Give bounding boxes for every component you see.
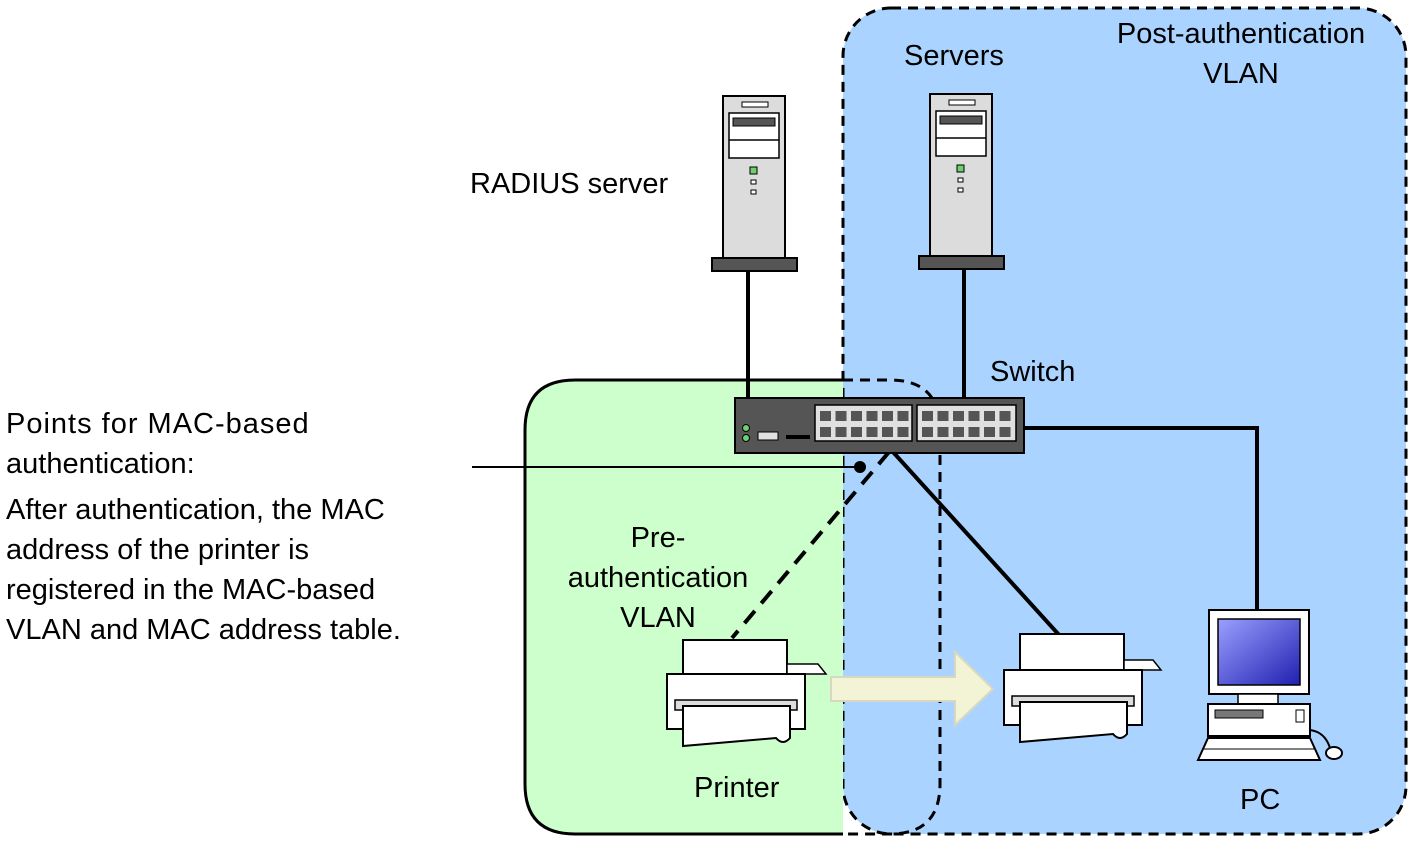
switch-printer-post-link (891, 450, 1062, 638)
switch-port (866, 411, 878, 421)
servers-label: Servers (904, 40, 1004, 72)
note-body: After authentication, the MAC address of… (6, 490, 401, 650)
switch-label: Switch (990, 356, 1076, 388)
note-body-line: registered in the MAC-based (6, 574, 376, 606)
note-title-line1: Points for MAC-based (6, 408, 310, 440)
switch-port (984, 411, 995, 421)
note-body-line: address of the printer is (6, 534, 310, 566)
note-body-line: VLAN and MAC address table. (6, 614, 401, 646)
switch-port (851, 411, 862, 421)
pre-authentication-vlan-label: Pre- authentication VLAN (548, 518, 768, 638)
switch-pc-link (1024, 426, 1259, 612)
note-body-line: After authentication, the MAC (6, 494, 385, 526)
switch-port (999, 427, 1011, 437)
switch-port (922, 411, 933, 421)
post-authentication-vlan-label: Post-authentication VLAN (1096, 14, 1386, 94)
pre-authentication-vlan-zone-dashed-edge (843, 378, 942, 836)
post-auth-label-line1: Post-authentication (1116, 18, 1366, 50)
pc-label: PC (1240, 784, 1281, 816)
radius-server-label: RADIUS server (470, 168, 669, 200)
switch-port (999, 411, 1011, 421)
switch-icon (734, 397, 1025, 454)
printer-icon (1003, 633, 1163, 744)
switch-port (937, 427, 949, 437)
switch-port (937, 411, 949, 421)
pre-auth-label-line2: authentication (567, 562, 749, 594)
move-arrow (830, 649, 995, 728)
pc-icon (1196, 609, 1343, 761)
switch-port (820, 411, 831, 421)
switch-port (968, 411, 980, 421)
post-auth-label-line2: VLAN (1203, 58, 1279, 90)
switch-port (984, 427, 995, 437)
switch-port (882, 427, 893, 437)
switch-port (866, 427, 878, 437)
switch-port (897, 411, 909, 421)
switch-port (835, 427, 847, 437)
pre-auth-label-line3: VLAN (620, 602, 696, 634)
printer-label: Printer (694, 772, 780, 804)
switch-printer-pre-link-dashed (730, 450, 891, 640)
server-icon (918, 93, 1005, 270)
radius-server-icon (711, 95, 798, 272)
switch-port (851, 427, 862, 437)
note-title-line2: authentication: (6, 448, 195, 480)
printer-icon (666, 639, 828, 748)
switch-port (820, 427, 831, 437)
switch-port (922, 427, 933, 437)
switch-port (835, 411, 847, 421)
switch-port (897, 427, 909, 437)
switch-port (968, 427, 980, 437)
switch-port (882, 411, 893, 421)
pre-auth-label-line1: Pre- (630, 522, 686, 554)
note-leader-dot (854, 461, 866, 473)
pre-authentication-vlan-zone-solid-edge (523, 378, 843, 836)
switch-port (953, 427, 964, 437)
mac-auth-note: Points for MAC-based authentication: Aft… (6, 404, 401, 650)
switch-port (953, 411, 964, 421)
